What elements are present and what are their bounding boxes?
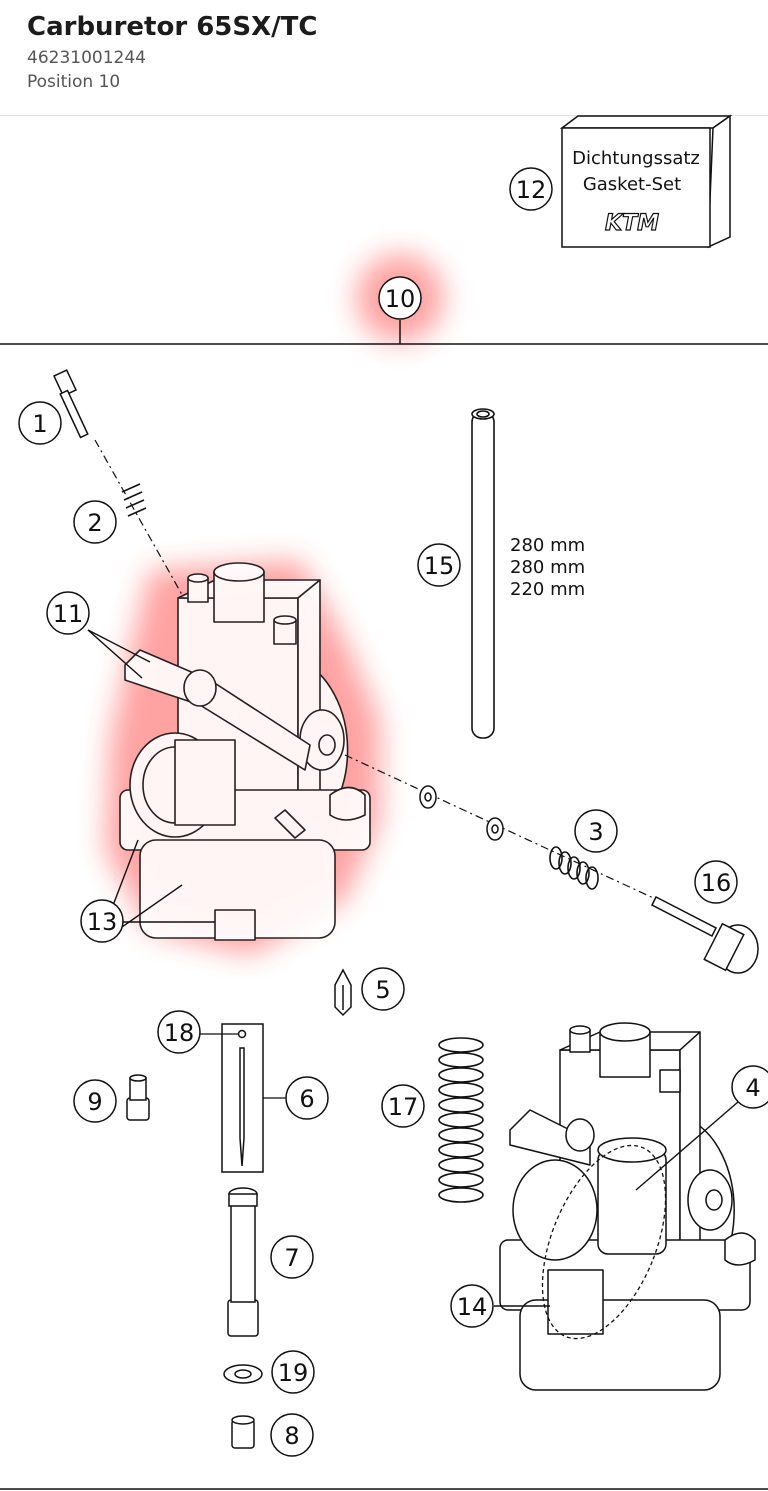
callout-2[interactable]: 2 [87,509,102,537]
adjustment-screw-part[interactable] [650,895,759,974]
spring-part[interactable] [549,846,599,890]
washer-part[interactable] [223,1364,263,1384]
ktm-logo: KTM [605,211,659,236]
main-jet-part[interactable] [231,1415,255,1449]
callout-19[interactable]: 19 [278,1359,309,1387]
tube-length-1: 280 mm [510,535,585,556]
callout-17[interactable]: 17 [388,1093,419,1121]
tube-length-2: 280 mm [510,557,585,578]
tube-part[interactable] [471,408,495,739]
callout-3[interactable]: 3 [588,818,603,846]
callout-9[interactable]: 9 [87,1088,102,1116]
washers[interactable] [419,785,504,841]
callout-6[interactable]: 6 [299,1085,314,1113]
callout-10[interactable]: 10 [385,285,416,313]
callout-8[interactable]: 8 [284,1422,299,1450]
tube-length-3: 220 mm [510,579,585,600]
position-label: Position 10 [27,72,121,92]
carburetor-body-secondary[interactable] [499,1022,756,1391]
leader-lines [87,629,739,1307]
float-valve-part[interactable] [334,968,352,1017]
jet-part[interactable] [126,1074,150,1121]
callout-14[interactable]: 14 [457,1293,488,1321]
callout-1[interactable]: 1 [32,410,47,438]
callout-labels: 1 2 3 4 5 6 7 8 9 10 11 12 13 14 15 16 1… [32,176,760,1450]
callout-13[interactable]: 13 [87,908,118,936]
callout-circles [18,167,768,1457]
throttle-spring-part[interactable] [438,1037,484,1203]
needle-part[interactable] [221,1023,264,1173]
callout-4[interactable]: 4 [745,1074,760,1102]
gasket-box-line1: Dichtungssatz [572,148,700,169]
page-header: Carburetor 65SX/TC 46231001244 Position … [0,0,768,116]
callout-11[interactable]: 11 [53,600,84,628]
carburetor-body[interactable] [119,562,371,941]
callout-18[interactable]: 18 [164,1019,195,1047]
page-title: Carburetor 65SX/TC [27,12,318,42]
callout-12[interactable]: 12 [516,176,547,204]
callout-5[interactable]: 5 [375,976,390,1004]
callout-15[interactable]: 15 [424,552,455,580]
gasket-box-line2: Gasket-Set [583,174,681,195]
screw-part[interactable] [53,369,89,439]
gasket-set-box[interactable] [559,114,733,249]
small-spring-part[interactable] [121,483,147,517]
callout-16[interactable]: 16 [701,869,732,897]
needle-jet-part[interactable] [227,1187,259,1337]
callout-7[interactable]: 7 [284,1244,299,1272]
part-number: 46231001244 [27,48,146,68]
